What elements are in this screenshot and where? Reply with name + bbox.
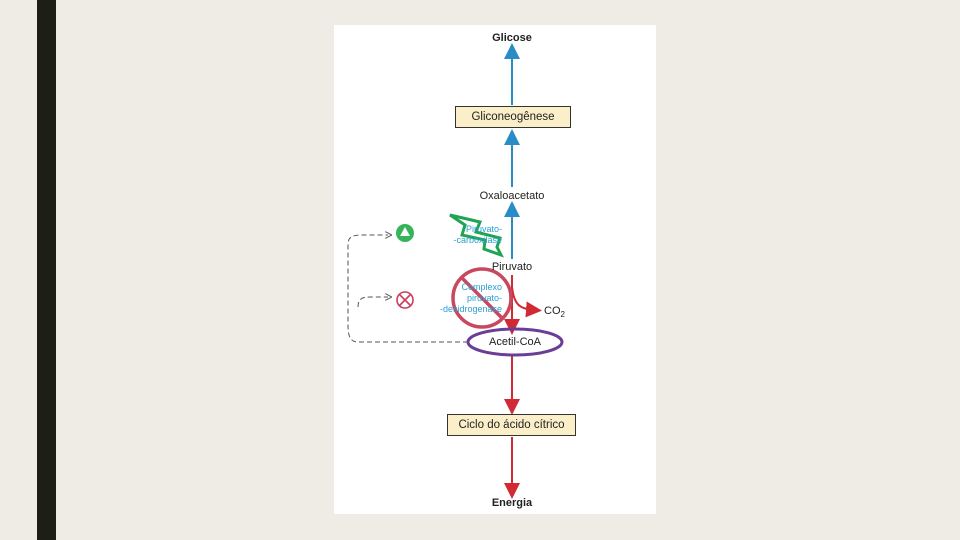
inhibition-cross-icon [396,291,414,309]
node-glucose: Glicose [492,32,532,44]
node-acetyl-coa: Acetil-CoA [489,336,541,348]
feedback-inhibition-dashed [357,297,388,308]
co2-subscript: 2 [560,310,565,320]
node-pyruvate: Piruvato [491,261,533,273]
feedback-activation-dashed [347,235,468,343]
enzyme-pyruvate-carboxylase: Piruvato- -carboxilase [446,224,502,246]
arrow-co2-release [511,286,542,318]
acetylcoa-highlight-oval [466,327,564,357]
enzyme-pc-line1: Piruvato- [465,224,502,234]
side-accent-bar [37,0,56,540]
enzyme-pyruvate-dehydrogenase: Complexo piruvato- -desidrogenase [430,282,502,315]
co2-label: CO2 [544,305,565,319]
diagram-graphics [347,43,564,499]
box-gluconeogenesis: Gliconeogênese [455,106,571,128]
activation-triangle-icon [396,224,414,242]
co2-main: CO [544,305,561,317]
box-citric-acid-cycle: Ciclo do ácido cítrico [447,414,576,436]
metabolic-diagram: Glicose Gliconeogênese Oxaloacetato Piru… [334,25,656,514]
lightning-bolt-icon [449,213,505,258]
enzyme-pdh-line2: piruvato- [466,293,502,303]
enzyme-pc-line2: -carboxilase [453,235,502,245]
node-energy: Energia [491,497,533,509]
enzyme-pdh-line1: Complexo [461,282,502,292]
no-symbol-icon [451,267,513,329]
enzyme-pdh-line3: -desidrogenase [439,304,502,314]
node-oxaloacetate: Oxaloacetato [479,190,545,202]
